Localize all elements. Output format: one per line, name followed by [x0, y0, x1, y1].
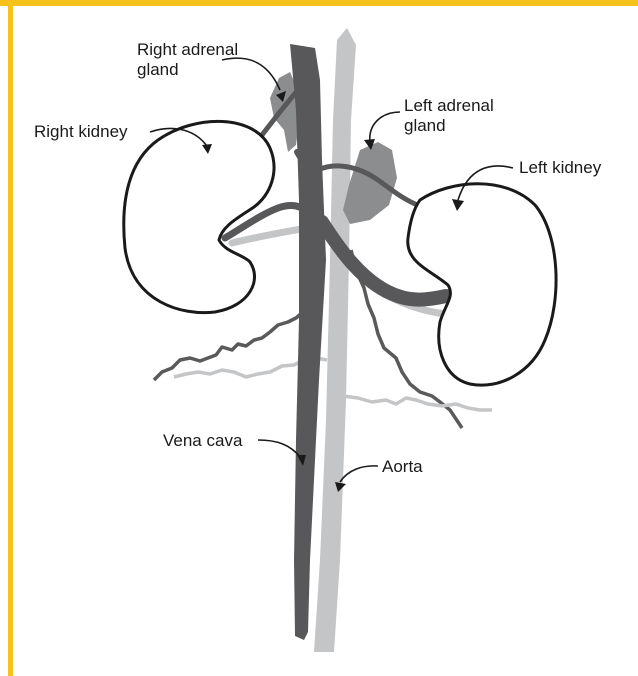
left-gonadal-vessel-light: [343, 396, 492, 410]
left-adrenal-gland: [343, 142, 397, 224]
leader-left-adrenal: [370, 112, 400, 142]
frame-left-border: [8, 6, 13, 676]
label-aorta: Aorta: [382, 457, 423, 477]
leader-aorta: [340, 466, 378, 482]
label-left-adrenal-line1: Left adrenal: [404, 96, 494, 116]
leader-vena-cava: [258, 440, 301, 458]
label-vena-cava: Vena cava: [163, 431, 242, 451]
left-kidney: [408, 184, 556, 385]
leader-right-adrenal: [222, 58, 280, 90]
frame-top-border: [0, 0, 638, 6]
label-right-adrenal-line1: Right adrenal: [137, 40, 238, 60]
label-right-adrenal-line2: gland: [137, 60, 179, 80]
label-right-kidney: Right kidney: [34, 122, 128, 142]
label-left-adrenal-line2: gland: [404, 116, 446, 136]
label-left-kidney: Left kidney: [519, 158, 601, 178]
right-kidney: [124, 121, 274, 312]
